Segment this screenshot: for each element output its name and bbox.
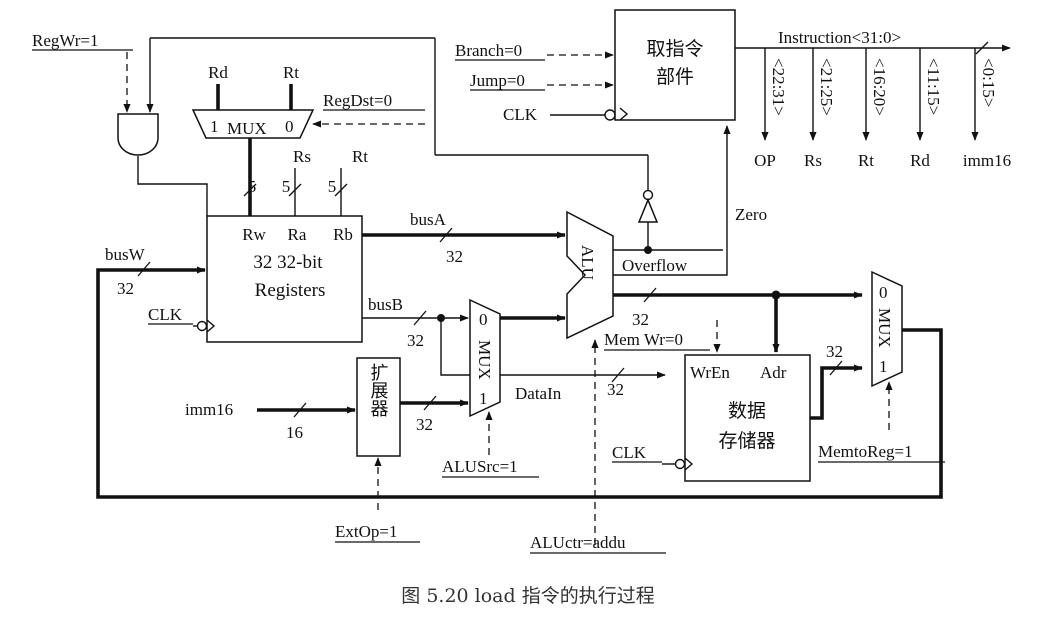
field-name-imm16: imm16 — [963, 151, 1011, 170]
instruction-fetch-unit: 取指令 部件 — [614, 9, 736, 121]
memtoreg-sel1: 1 — [879, 357, 888, 376]
rw-width: 5 — [248, 177, 257, 196]
alu-label: ALU — [578, 245, 597, 280]
instruction-label: Instruction<31:0> — [778, 28, 901, 47]
rb-width: 5 — [328, 177, 337, 196]
sign-extender: 扩展器 imm16 16 32 ExtOp=1 — [185, 357, 469, 543]
busb-label: busB — [368, 295, 403, 314]
field-bits-rs: <21:25> — [817, 58, 836, 116]
regwr-and-gate: RegWr=1 — [32, 31, 649, 216]
rs-field-label: Rs — [293, 147, 311, 166]
extop-ctrl-label: ExtOp=1 — [335, 522, 397, 541]
port-rb: Rb — [333, 225, 353, 244]
regwr-signal-label: RegWr=1 — [32, 31, 99, 50]
regfile-clk-label: CLK — [148, 305, 183, 324]
dmem-title-line2: 存储器 — [718, 430, 775, 452]
data-memory: WrEn Adr 数据 存储器 CLK Mem Wr=0 32 — [604, 320, 863, 482]
ifu-inputs: Branch=0 Jump=0 CLK — [455, 41, 616, 124]
regfile-inputs: 5 Rs 5 Rt 5 CLK — [148, 147, 368, 332]
memtoreg-sel0: 0 — [879, 283, 888, 302]
imm16-input-label: imm16 — [185, 400, 233, 419]
regdst-mux: 1 MUX 0 Rd Rt RegDst=0 — [191, 63, 425, 216]
field-bits-imm16: <0:15> — [979, 58, 998, 107]
regfile-title-line1: 32 32-bit — [253, 252, 323, 273]
field-name-rs: Rs — [804, 151, 822, 170]
regfile-title-line2: Registers — [255, 280, 326, 301]
alu-out-width: 32 — [632, 310, 649, 329]
alu: ALU Zero Overflow 32 ALUctr=addu — [530, 125, 863, 554]
figure-caption: 图 5.20 load 指令的执行过程 — [401, 585, 654, 607]
alusrc-mux: 0 MUX 1 ALUSrc=1 — [442, 298, 566, 478]
alusrc-ctrl-label: ALUSrc=1 — [442, 457, 518, 476]
ifu-title-line1: 取指令 — [646, 38, 703, 60]
regdst-in-rt: Rt — [283, 63, 299, 82]
busw-width: 32 — [117, 279, 134, 298]
port-ra: Ra — [288, 225, 307, 244]
memtoreg-mux-label: MUX — [875, 308, 894, 348]
field-name-op: OP — [754, 151, 776, 170]
jump-signal-label: Jump=0 — [470, 71, 525, 90]
dmem-title-line1: 数据 — [728, 400, 766, 422]
alusrc-sel0: 0 — [479, 310, 488, 329]
imm16-width: 16 — [286, 423, 303, 442]
field-name-rd: Rd — [910, 151, 930, 170]
ifu-title-line2: 部件 — [656, 66, 694, 88]
field-bits-rt: <16:20> — [870, 58, 889, 116]
field-name-rt: Rt — [858, 151, 874, 170]
busa-label: busA — [410, 210, 447, 229]
ra-width: 5 — [282, 177, 291, 196]
alusrc-sel1: 1 — [479, 389, 488, 408]
dmem-out-width: 32 — [826, 342, 843, 361]
ext-out-width: 32 — [416, 415, 433, 434]
register-file: Rw Ra Rb 32 32-bit Registers — [206, 215, 363, 343]
extender-label: 扩展器 — [368, 363, 389, 417]
regdst-mux-sel1: 1 — [210, 117, 219, 136]
instruction-fields: <22:31> OP <21:25> Rs <16:20> Rt <11:15>… — [754, 48, 1011, 170]
memwr-ctrl-label: Mem Wr=0 — [604, 330, 683, 349]
regdst-in-rd: Rd — [208, 63, 228, 82]
dmem-wren-label: WrEn — [690, 363, 730, 382]
busb-width: 32 — [407, 331, 424, 350]
port-rw: Rw — [242, 225, 266, 244]
branch-signal-label: Branch=0 — [455, 41, 522, 60]
datain-width: 32 — [607, 380, 624, 399]
memtoreg-mux: 0 MUX 1 MemtoReg=1 — [818, 270, 945, 463]
busw-label: busW — [105, 245, 146, 264]
instruction-bus: Instruction<31:0> — [735, 28, 1011, 55]
bus-w-writeback: busW 32 — [96, 245, 943, 499]
dmem-clk-label: CLK — [612, 443, 647, 462]
datain-label: DataIn — [515, 384, 562, 403]
rt-field-label: Rt — [352, 147, 368, 166]
aluctr-ctrl-label: ALUctr=addu — [530, 533, 626, 552]
regdst-mux-label: MUX — [227, 119, 267, 138]
overflow-label: Overflow — [622, 256, 688, 275]
busa-width: 32 — [446, 247, 463, 266]
regdst-mux-sel0: 0 — [285, 117, 294, 136]
field-bits-op: <22:31> — [769, 58, 788, 116]
regdst-ctrl-label: RegDst=0 — [323, 91, 392, 110]
memtoreg-ctrl-label: MemtoReg=1 — [818, 442, 913, 461]
bus-b: busB 32 DataIn 32 — [362, 295, 666, 403]
dmem-adr-label: Adr — [760, 363, 787, 382]
ifu-clk-label: CLK — [503, 105, 538, 124]
field-bits-rd: <11:15> — [924, 58, 943, 115]
bus-a: busA 32 — [362, 210, 566, 266]
zero-label: Zero — [735, 205, 767, 224]
alusrc-mux-label: MUX — [475, 340, 494, 380]
